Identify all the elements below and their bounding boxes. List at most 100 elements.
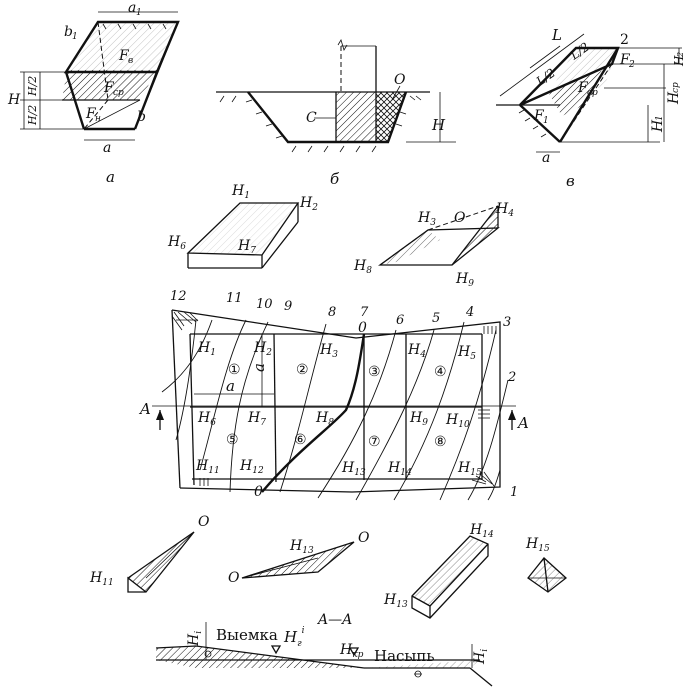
contour-label-2: 2: [507, 370, 516, 385]
node-H11: H11: [195, 458, 220, 476]
node-H13: H13: [341, 460, 366, 478]
node-H10: H10: [445, 412, 470, 430]
triangle-O-right: O: [358, 530, 370, 546]
wedge-H4: H4: [495, 201, 514, 219]
site-plan: 12 11 10 9 8 7 6 5 4 3 2 1 0 0 H1 H2 H3 …: [138, 289, 529, 501]
solid-prism: H14 H13: [383, 522, 494, 619]
svg-text:ср: ср: [113, 88, 124, 98]
square-5: ⑤: [226, 432, 239, 448]
grid-step-a-horizontal: a: [226, 377, 235, 395]
Hsr-label: H: [666, 91, 682, 105]
wedge-O: O: [454, 210, 466, 226]
square-8: ⑧: [434, 434, 447, 450]
node-H6: H6: [197, 410, 216, 428]
a1-label: a: [128, 0, 136, 16]
b-label: b: [137, 109, 146, 125]
zero-line-bottom: 0: [254, 484, 263, 500]
prism-H6: H6: [167, 234, 186, 252]
cut-label: Выемка: [216, 626, 278, 644]
contour-label-5: 5: [432, 311, 440, 326]
F2-label: F: [619, 52, 631, 68]
node-H9: H9: [409, 410, 428, 428]
H1-label-v: H: [650, 119, 666, 133]
pyramid-H11: H11: [89, 570, 114, 588]
H-label: H: [7, 92, 21, 108]
square-1: ①: [228, 362, 241, 378]
H-label-b: H: [431, 116, 446, 134]
H-half-lower: H/2: [26, 105, 39, 126]
contour-label-4: 4: [465, 305, 474, 320]
square-6: ⑥: [294, 432, 307, 448]
square-7: ⑦: [368, 434, 381, 450]
F-mid-label: F: [103, 80, 115, 96]
node-H8: H8: [315, 410, 334, 428]
prism-H1: H1: [231, 183, 250, 201]
caption-a: а: [106, 168, 115, 186]
pyramid-O: O: [198, 514, 210, 530]
fig-v-wedge: L L/2 L/2 2 F 2 F ср F 1 H 2 H ср H 1 a …: [496, 26, 686, 190]
contour-label-11: 11: [226, 291, 243, 306]
solid-tetra: H15: [525, 536, 568, 593]
node-H3: H3: [319, 342, 338, 360]
node-2-label: 2: [620, 32, 629, 48]
prism-H2: H2: [299, 195, 318, 213]
Fsr-label-v: F: [577, 80, 589, 96]
triangle-O-left: O: [228, 570, 240, 586]
wedge-H8: H8: [353, 258, 372, 276]
node-H1: H1: [197, 340, 216, 358]
node-H14: H14: [387, 460, 412, 478]
caption-v: в: [566, 172, 575, 190]
cut-depth-H: Hi: [186, 631, 204, 647]
ground-level-H: Hгi: [283, 626, 305, 649]
svg-text:ср: ср: [671, 82, 681, 93]
wedge-H3: H3: [417, 210, 436, 228]
prism-small-H14: H14: [469, 522, 494, 540]
contour-label-7: 7: [360, 305, 369, 320]
wedge-H9: H9: [455, 271, 474, 289]
tetra-H15: H15: [525, 536, 550, 554]
node-H2: H2: [253, 340, 272, 358]
section-mark-right: A: [516, 414, 529, 432]
H-half-upper: H/2: [26, 76, 39, 97]
svg-text:в: в: [128, 56, 133, 66]
zero-line-top: 0: [358, 320, 367, 336]
square-3: ③: [368, 364, 381, 380]
O-label: O: [394, 72, 406, 88]
square-2: ②: [296, 362, 309, 378]
C-label: C: [306, 110, 317, 126]
square-4: ④: [434, 364, 447, 380]
svg-text:ср: ср: [587, 88, 598, 98]
grid-step-a-vertical: a: [250, 363, 268, 372]
svg-text:1: 1: [72, 32, 78, 42]
node-H4: H4: [407, 342, 426, 360]
contour-label-8: 8: [328, 305, 336, 320]
svg-text:1: 1: [655, 115, 665, 121]
contour-label-10: 10: [256, 297, 273, 312]
section-title: A—A: [316, 612, 352, 628]
critical-level-H: Hкр: [339, 642, 364, 660]
contour-label-6: 6: [396, 313, 404, 328]
section-mark-left: A: [138, 400, 151, 418]
svg-text:н: н: [95, 114, 101, 124]
wedge-solid: H3 O H4 H8 H9: [353, 201, 514, 289]
F1-label: F: [533, 108, 545, 124]
node-H15: H15: [457, 460, 482, 478]
solid-pyramid: H11 O: [89, 514, 210, 593]
svg-text:2: 2: [628, 60, 635, 70]
F-bottom-label: F: [85, 106, 97, 122]
fig-a-frustum: a 1 b 1 H H/2 H/2 F в F ср F н a b а: [7, 0, 180, 186]
node-H7: H7: [247, 410, 266, 428]
prism-solid: H1 H2 H6 H7: [167, 183, 318, 269]
H2-label: H: [672, 55, 686, 67]
fill-label: Насыпь: [374, 647, 435, 665]
caption-b: б: [330, 170, 340, 188]
L-label: L: [551, 26, 562, 44]
svg-text:2: 2: [676, 52, 685, 58]
solid-triangle: H13 O O: [228, 530, 370, 586]
contour-label-1: 1: [510, 485, 518, 500]
a-label: a: [103, 140, 111, 156]
prism-small-H13: H13: [383, 592, 408, 610]
a-label-v: a: [542, 150, 550, 166]
fig-b-profile: C O H б: [216, 39, 456, 188]
